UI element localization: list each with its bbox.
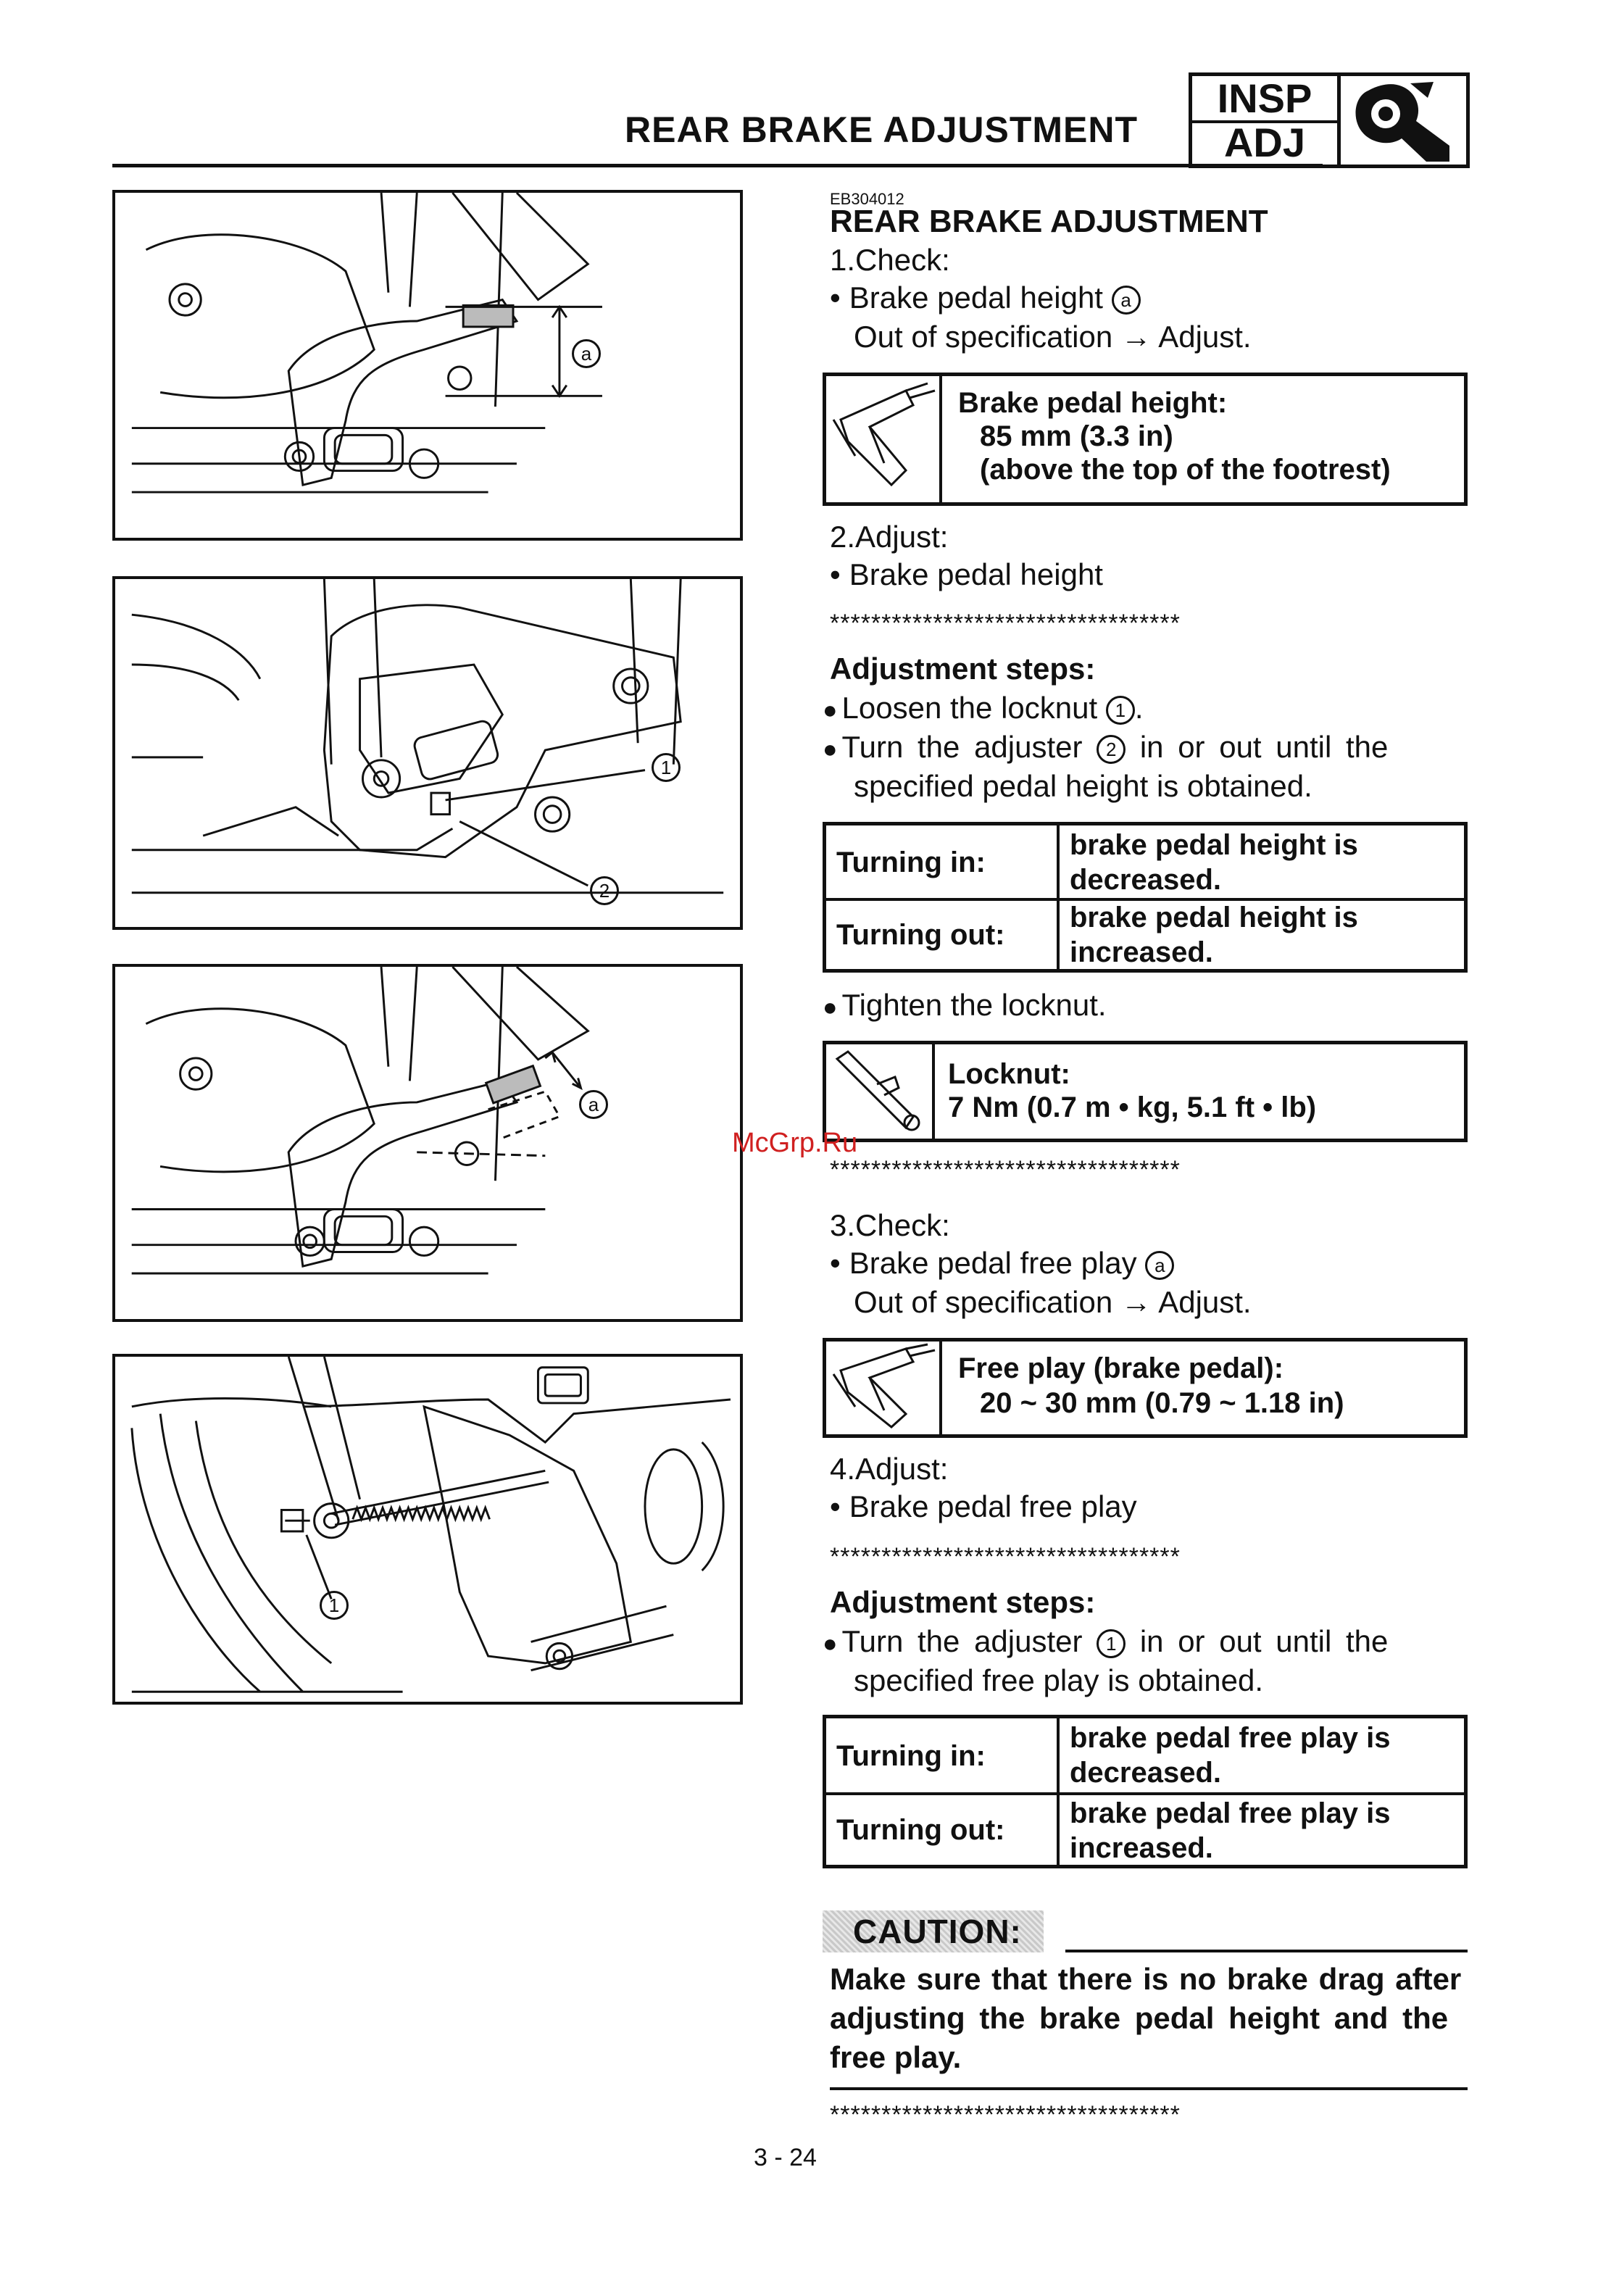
spec-locknut-label: Locknut: <box>948 1058 1070 1090</box>
marker-a: a <box>1145 1250 1175 1280</box>
spec-freeplay-value: 20 ~ 30 mm (0.79 ~ 1.18 in) <box>980 1387 1344 1419</box>
wrench-inspection-icon <box>1341 76 1466 165</box>
step1-item: Brake pedal height a <box>830 280 1141 316</box>
caution-rule <box>1065 1950 1468 1952</box>
spec-brake-pedal-height: Brake pedal height: 85 mm (3.3 in) (abov… <box>823 373 1468 506</box>
marker-1: 1 <box>320 1591 349 1620</box>
figure-free-play: a <box>112 964 743 1322</box>
step3-note: Out of specification → Adjust. <box>854 1285 1252 1319</box>
marker-a: a <box>572 339 601 368</box>
marker-2: 2 <box>1097 734 1126 764</box>
stars-divider: ********************************** <box>830 1543 1181 1571</box>
caution-bottom-rule <box>830 2087 1468 2090</box>
figure-rear-adjuster: 1 <box>112 1354 743 1705</box>
figure-pedal-height: a <box>112 190 743 541</box>
header-rule <box>112 164 1323 167</box>
spec-height-value: 85 mm (3.3 in) <box>980 420 1173 452</box>
table-row: Turning out: brake pedal height is incre… <box>826 901 1464 969</box>
torque-wrench-icon <box>826 1044 935 1139</box>
step1-label: 1.Check: <box>830 243 950 277</box>
adjustment-steps-title: Adjustment steps: <box>830 1585 1096 1619</box>
step3-label: 3.Check: <box>830 1208 950 1242</box>
marker-1: 1 <box>1105 695 1135 725</box>
spec-free-play: Free play (brake pedal): 20 ~ 30 mm (0.7… <box>823 1338 1468 1438</box>
caution-text-line2: adjusting the brake pedal height and the <box>830 2001 1449 2035</box>
spec-locknut-torque: Locknut: 7 Nm (0.7 m • kg, 5.1 ft • lb) <box>823 1041 1468 1142</box>
step-turn-adjuster-cont: specified pedal height is obtained. <box>854 769 1312 803</box>
badge-insp: INSP <box>1192 75 1337 123</box>
figure-locknut-adjuster: 1 2 <box>112 576 743 930</box>
section-code: EB304012 <box>830 190 904 208</box>
adjustment-steps-title: Adjustment steps: <box>830 652 1096 686</box>
page-number: 3 - 24 <box>754 2144 817 2171</box>
section-title: REAR BRAKE ADJUSTMENT <box>830 204 1268 239</box>
stars-divider: ********************************** <box>830 2101 1181 2129</box>
table-free-play: Turning in: brake pedal free play is dec… <box>823 1715 1468 1868</box>
spec-locknut-value: 7 Nm (0.7 m • kg, 5.1 ft • lb) <box>948 1091 1317 1123</box>
caution-text-line3: free play. <box>830 2040 962 2074</box>
marker-a: a <box>1111 285 1141 315</box>
table-pedal-height: Turning in: brake pedal height is decrea… <box>823 822 1468 973</box>
spec-height-note: (above the top of the footrest) <box>980 454 1391 486</box>
step3-item: Brake pedal free play a <box>830 1245 1175 1281</box>
table-row: Turning in: brake pedal height is decrea… <box>826 825 1464 899</box>
caution-text-line1: Make sure that there is no brake drag af… <box>830 1962 1462 1996</box>
caution-label: CAUTION: <box>823 1910 1044 1952</box>
section-badge: INSP ADJ <box>1189 72 1470 168</box>
page-header-title: REAR BRAKE ADJUSTMENT <box>625 109 1139 150</box>
step-turn-adjuster: Turn the adjuster 2 in or out until the <box>823 729 1389 765</box>
step4-label: 4.Adjust: <box>830 1452 949 1486</box>
table-row: Turning in: brake pedal free play is dec… <box>826 1718 1464 1794</box>
marker-1: 1 <box>1097 1629 1126 1658</box>
caliper-icon <box>826 1342 942 1434</box>
step2-label: 2.Adjust: <box>830 520 949 554</box>
step-turn-adjuster: Turn the adjuster 1 in or out until the <box>823 1623 1389 1660</box>
spec-freeplay-label: Free play (brake pedal): <box>958 1352 1284 1384</box>
stars-divider: ********************************** <box>830 1156 1181 1184</box>
step1-note: Out of specification → Adjust. <box>854 320 1252 354</box>
badge-adj: ADJ <box>1223 120 1306 165</box>
marker-a: a <box>579 1090 608 1119</box>
step-turn-adjuster-cont: specified free play is obtained. <box>854 1663 1264 1697</box>
step4-item: Brake pedal free play <box>830 1489 1137 1525</box>
caliper-icon <box>826 376 942 502</box>
table-row: Turning out: brake pedal free play is in… <box>826 1795 1464 1865</box>
marker-1: 1 <box>652 753 681 782</box>
spec-height-label: Brake pedal height: <box>958 387 1228 419</box>
watermark: McGrp.Ru <box>732 1128 858 1158</box>
marker-2: 2 <box>590 876 619 905</box>
stars-divider: ********************************** <box>830 610 1181 637</box>
step-loosen-locknut: Loosen the locknut 1. <box>823 690 1144 726</box>
step-tighten-locknut: Tighten the locknut. <box>823 987 1107 1023</box>
step2-item: Brake pedal height <box>830 557 1103 593</box>
